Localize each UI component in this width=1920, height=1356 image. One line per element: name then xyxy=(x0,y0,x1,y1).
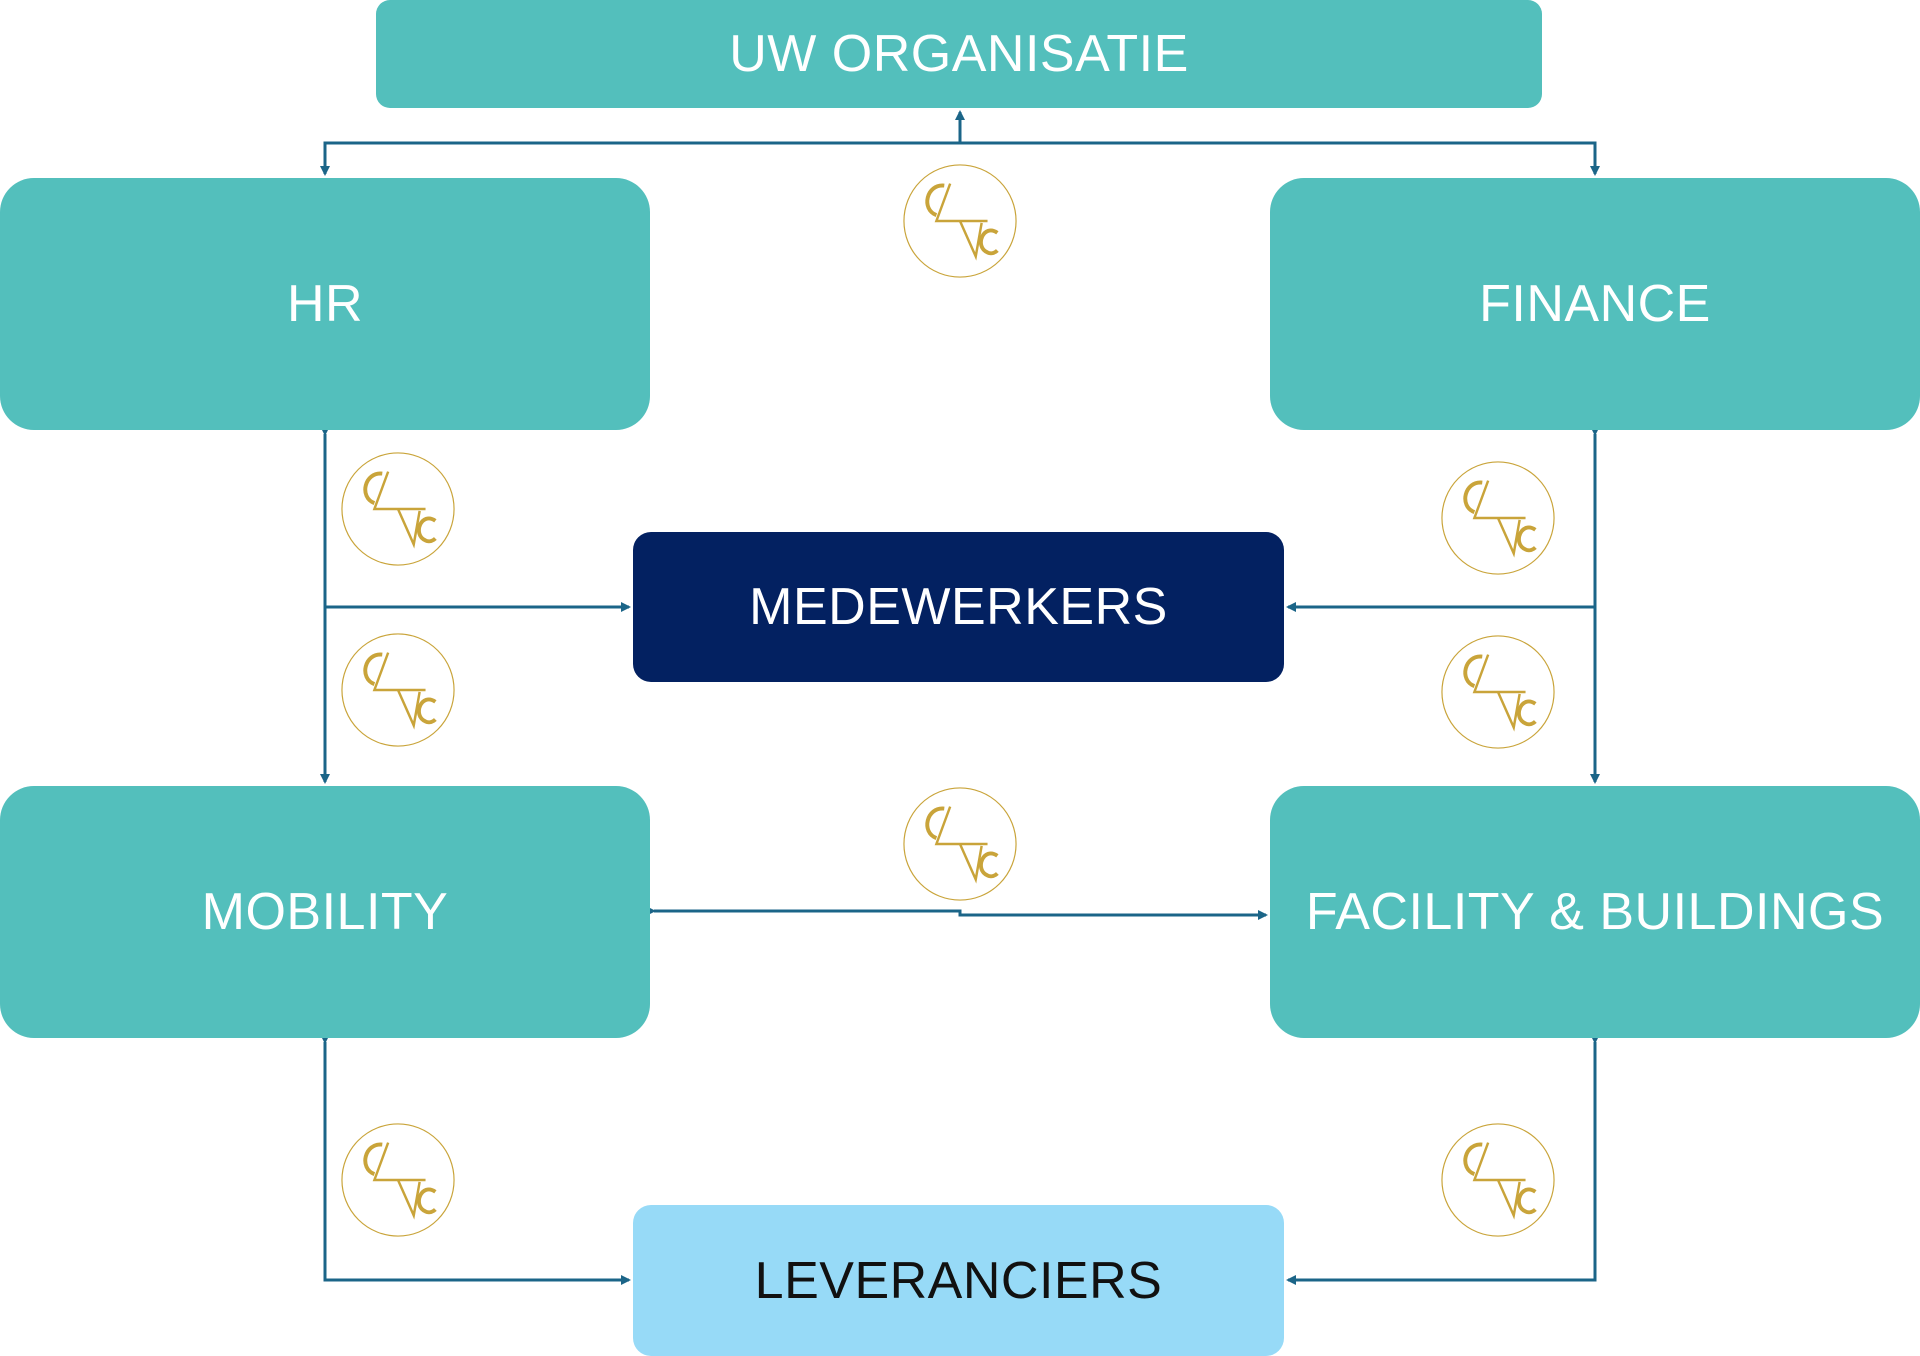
employees-label: MEDEWERKERS xyxy=(749,578,1168,636)
arrow-to-finance-top xyxy=(960,141,1600,176)
seal-icon xyxy=(903,164,1017,278)
finance-label: FINANCE xyxy=(1479,275,1711,333)
employees-box: MEDEWERKERS xyxy=(633,532,1284,682)
suppliers-box: LEVERANCIERS xyxy=(633,1205,1284,1356)
suppliers-label: LEVERANCIERS xyxy=(754,1251,1163,1310)
seal-icon xyxy=(903,787,1017,901)
seal-icon xyxy=(1441,635,1555,749)
finance-box: FINANCE xyxy=(1270,178,1920,430)
seal-icon xyxy=(341,452,455,566)
organisation-box: UW ORGANISATIE xyxy=(376,0,1542,108)
arrow-to-hr-top xyxy=(320,141,960,176)
facility-label: FACILITY & BUILDINGS xyxy=(1305,883,1885,941)
arrow-mobility-facility xyxy=(646,906,1268,920)
seal-icon xyxy=(1441,1123,1555,1237)
facility-box: FACILITY & BUILDINGS xyxy=(1270,786,1920,1038)
seal-icon xyxy=(341,1123,455,1237)
arrow-facility-suppliers xyxy=(1286,1034,1600,1285)
arrow-mobility-suppliers xyxy=(320,1034,631,1285)
organisation-label: UW ORGANISATIE xyxy=(729,25,1189,83)
mobility-label: MOBILITY xyxy=(201,883,449,941)
mobility-box: MOBILITY xyxy=(0,786,650,1038)
hr-label: HR xyxy=(286,275,364,333)
seal-icon xyxy=(341,633,455,747)
seal-icon xyxy=(1441,461,1555,575)
hr-box: HR xyxy=(0,178,650,430)
